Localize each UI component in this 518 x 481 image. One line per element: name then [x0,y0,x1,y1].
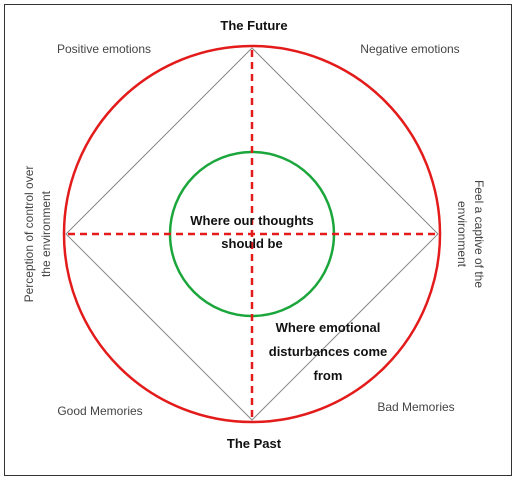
label-the-past: The Past [227,436,282,451]
diagram-frame [4,4,512,476]
label-feel-captive-line1: Feel a captive of the [472,180,486,288]
diamond [65,47,439,421]
label-the-future: The Future [220,18,287,33]
label-perception-control-line2: the environment [39,190,53,277]
label-lower-line1: Where emotional [276,320,381,335]
label-feel-captive-line2: environment [455,201,469,268]
label-negative-emotions: Negative emotions [360,42,459,56]
label-lower-line2: disturbances come [269,344,388,359]
label-lower-line3: from [314,368,343,383]
label-good-memories: Good Memories [57,404,142,418]
label-positive-emotions: Positive emotions [57,42,151,56]
label-center-line1: Where our thoughts [190,213,314,228]
label-perception-control-line1: Perception of control over [22,166,36,303]
label-center-line2: should be [221,236,282,251]
label-bad-memories: Bad Memories [377,400,454,414]
outer-circle [62,44,442,424]
